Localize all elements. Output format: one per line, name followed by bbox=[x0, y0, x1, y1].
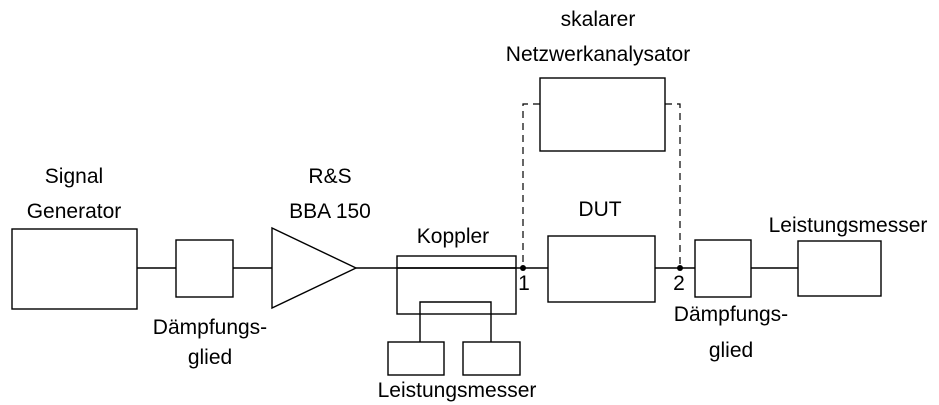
attenuator-1-box bbox=[175, 239, 234, 298]
attenuator-1-label-line2: glied bbox=[188, 346, 232, 369]
dut-box bbox=[547, 235, 656, 303]
coupler-label: Koppler bbox=[417, 225, 489, 248]
attenuator-2-box bbox=[694, 239, 752, 298]
attenuator-1-label-line1: Dämpfungs- bbox=[153, 316, 267, 339]
power-meter-bottom-right-box bbox=[462, 341, 521, 376]
amplifier-triangle bbox=[271, 226, 358, 310]
network-analyzer-label-line1: skalarer bbox=[561, 8, 636, 31]
power-meter-right-label: Leistungsmesser bbox=[769, 214, 928, 237]
port-1-label: 1 bbox=[518, 272, 530, 295]
analyzer-probe-port2 bbox=[665, 103, 681, 268]
power-meter-bottom-label: Leistungsmesser bbox=[378, 379, 537, 402]
signal-generator-label-line1: Signal bbox=[45, 165, 103, 188]
attenuator-2-label-line2: glied bbox=[709, 339, 753, 362]
coupler-box bbox=[396, 255, 517, 315]
port-2-label: 2 bbox=[673, 272, 685, 295]
power-meter-right-box bbox=[797, 240, 882, 297]
amplifier-label-line1: R&S bbox=[308, 165, 351, 188]
power-meter-bottom-left-box bbox=[387, 341, 445, 376]
signal-generator-label-line2: Generator bbox=[27, 200, 122, 223]
attenuator-2-label-line1: Dämpfungs- bbox=[674, 303, 788, 326]
network-analyzer-label-line2: Netzwerkanalysator bbox=[506, 43, 690, 66]
network-analyzer-box bbox=[539, 77, 666, 152]
analyzer-probe-port1 bbox=[522, 103, 540, 268]
port-1-dot bbox=[520, 265, 526, 271]
dut-label: DUT bbox=[578, 198, 621, 221]
coupler-tap-left bbox=[419, 301, 492, 342]
signal-generator-box bbox=[11, 228, 138, 310]
amplifier-label-line2: BBA 150 bbox=[289, 200, 371, 223]
